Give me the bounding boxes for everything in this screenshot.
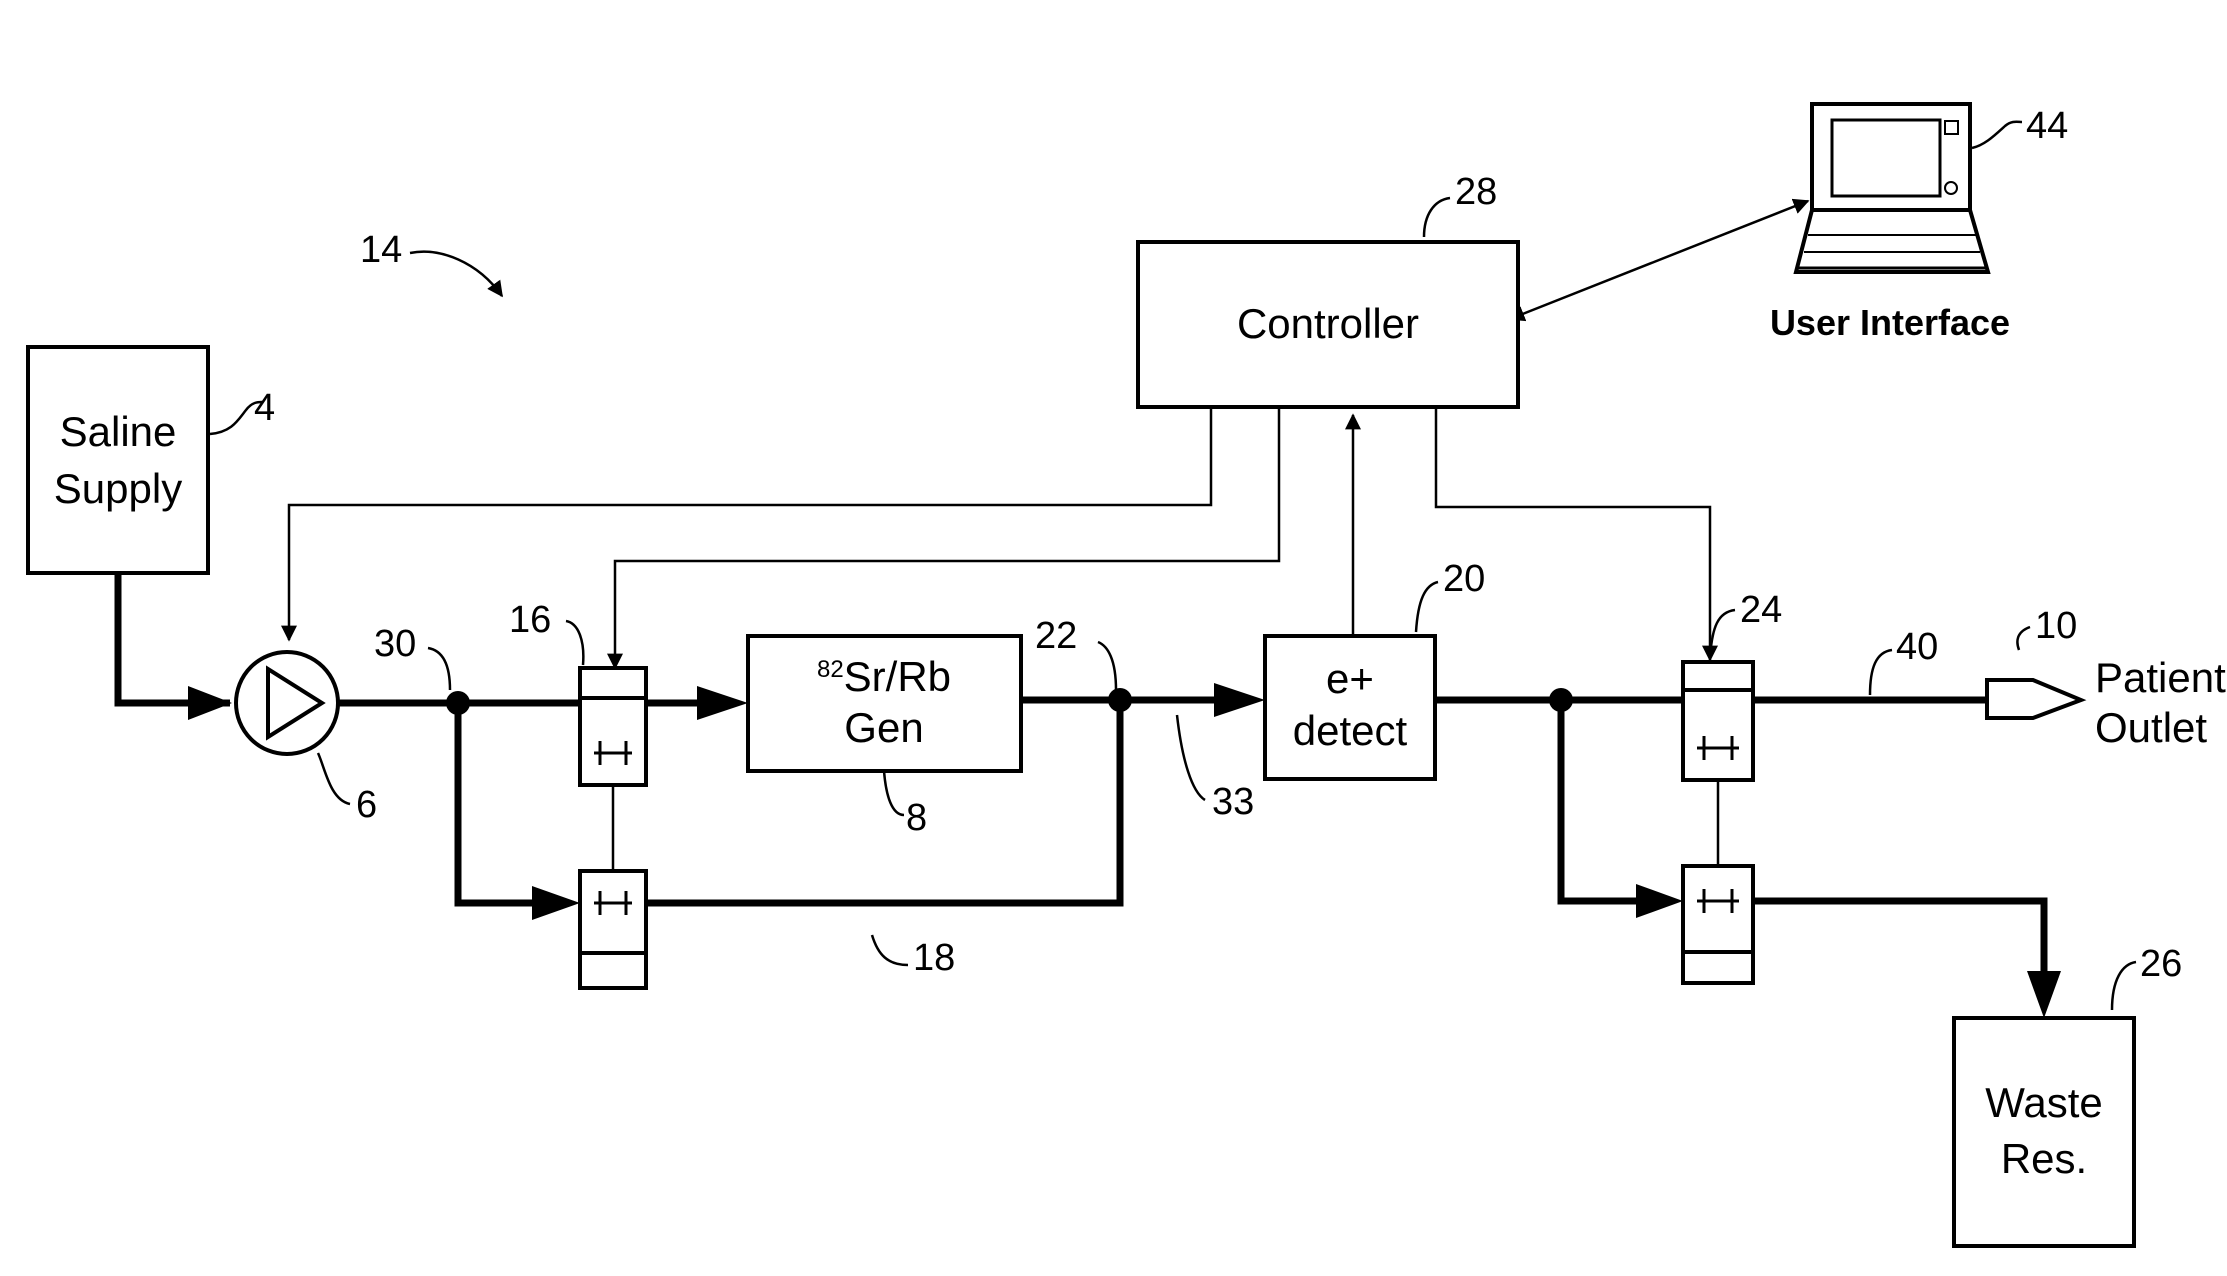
valve-waste	[1683, 866, 1753, 983]
ref-10: 10	[2035, 605, 2077, 647]
ref-20: 20	[1443, 558, 1485, 600]
flow-arrow-to-detector	[1214, 683, 1265, 717]
patient-outlet: Patient Outlet	[1987, 654, 2226, 751]
ref-40: 40	[1896, 626, 1938, 668]
ref-4: 4	[254, 387, 275, 429]
generator-box: 82Sr/Rb Gen	[748, 636, 1021, 771]
control-lines	[289, 201, 1808, 871]
svg-text:Saline: Saline	[60, 408, 177, 455]
svg-text:Waste: Waste	[1985, 1079, 2102, 1126]
ref-22: 22	[1035, 615, 1077, 657]
flow-arrow-to-waste-valve	[1636, 884, 1683, 918]
junction-30	[446, 691, 470, 715]
svg-text:Res.: Res.	[2001, 1135, 2087, 1182]
laptop-icon	[1796, 104, 1988, 272]
user-interface-label: User Interface	[1770, 302, 2010, 343]
flow-arrow-to-generator	[697, 686, 748, 720]
pump	[236, 652, 338, 754]
junction-22	[1108, 688, 1132, 712]
ref-26: 26	[2140, 943, 2182, 985]
controller-box: Controller	[1138, 242, 1518, 407]
svg-text:Controller: Controller	[1237, 300, 1419, 347]
flow-arrow-to-pump	[188, 686, 232, 720]
valve-bypass	[580, 871, 646, 988]
ref-33: 33	[1212, 781, 1254, 823]
valve-16	[580, 668, 646, 785]
ref-14: 14	[360, 229, 402, 271]
ref-6: 6	[356, 784, 377, 826]
svg-text:Outlet: Outlet	[2095, 704, 2207, 751]
ref-28: 28	[1455, 171, 1497, 213]
svg-text:Gen: Gen	[844, 704, 923, 751]
detector-box: e+ detect	[1265, 636, 1435, 779]
svg-text:Supply: Supply	[54, 465, 182, 512]
ref-8: 8	[906, 797, 927, 839]
svg-text:e+: e+	[1326, 655, 1374, 702]
svg-text:Patient: Patient	[2095, 654, 2226, 701]
flow-arrow-to-waste	[2027, 971, 2061, 1018]
svg-text:detect: detect	[1293, 707, 1408, 754]
ref-44: 44	[2026, 105, 2068, 147]
ref-16: 16	[509, 599, 551, 641]
saline-supply-box: Saline Supply	[28, 347, 208, 573]
ref-18: 18	[913, 937, 955, 979]
valve-24	[1683, 662, 1753, 780]
ref-24: 24	[1740, 589, 1782, 631]
ref-30: 30	[374, 623, 416, 665]
waste-reservoir-box: Waste Res.	[1954, 1018, 2134, 1246]
junction-outlet	[1549, 688, 1573, 712]
outlet-nozzle-icon	[1987, 680, 2081, 718]
flow-arrow-to-bypass-valve	[532, 886, 580, 920]
